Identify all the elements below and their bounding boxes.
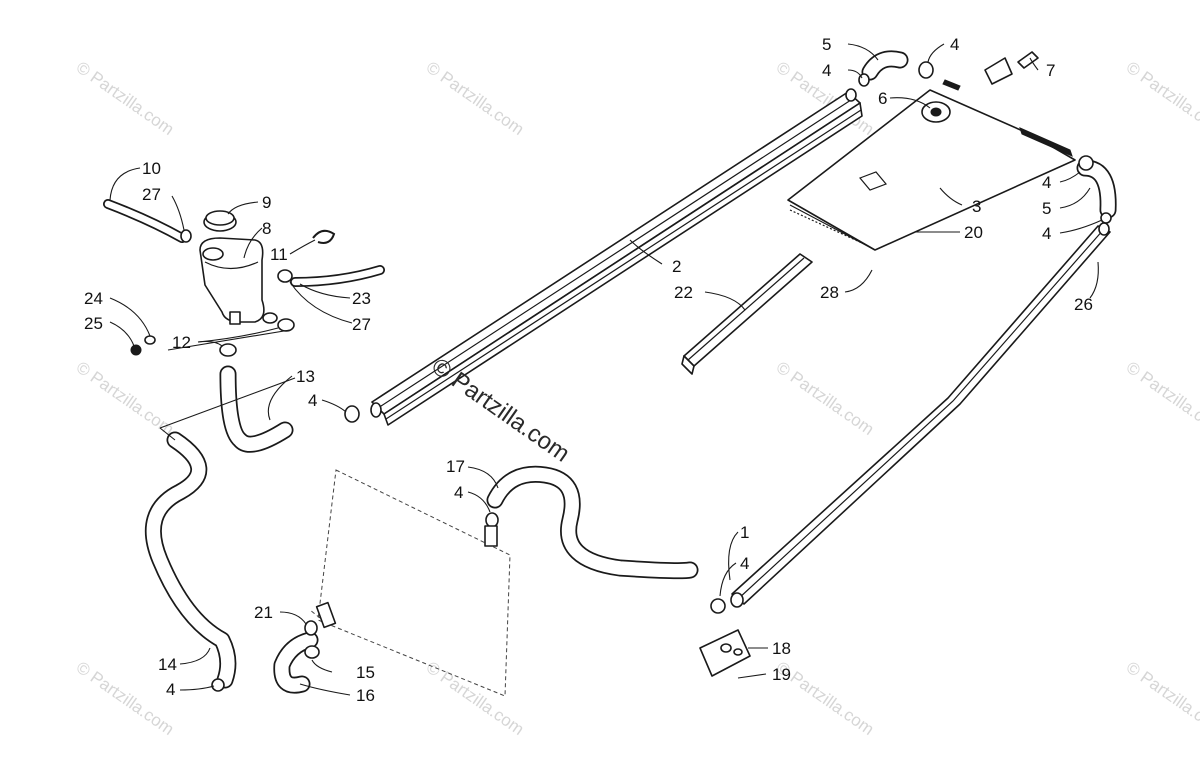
callout-27: 27 <box>142 185 161 204</box>
callout-18: 18 <box>772 639 791 658</box>
callout-3: 3 <box>972 197 981 216</box>
part-7-screw-bracket <box>984 51 1039 85</box>
part-22-channel <box>681 253 813 375</box>
callout-17: 17 <box>446 457 465 476</box>
watermark: © Partzilla.com <box>773 358 878 439</box>
callout-4: 4 <box>950 35 959 54</box>
part-9-radiator-cap <box>203 210 237 232</box>
callout-2: 2 <box>672 257 681 276</box>
watermark: © Partzilla.com <box>73 58 178 139</box>
callout-1: 1 <box>740 523 749 542</box>
hose-group <box>103 50 1117 694</box>
callout-10: 10 <box>142 159 161 178</box>
callout-26: 26 <box>1074 295 1093 314</box>
watermark-center: © Partzilla.com <box>427 353 575 468</box>
callout-22: 22 <box>674 283 693 302</box>
callout-20: 20 <box>964 223 983 242</box>
callout-9: 9 <box>262 193 271 212</box>
clamp-group <box>130 61 1112 692</box>
callout-21: 21 <box>254 603 273 622</box>
callout-7: 7 <box>1046 61 1055 80</box>
callout-labels: 1 2 3 4 4 4 4 4 4 4 4 5 5 6 7 8 9 10 11 … <box>84 35 1093 705</box>
callout-4: 4 <box>1042 173 1051 192</box>
callout-4: 4 <box>308 391 317 410</box>
callout-15: 15 <box>356 663 375 682</box>
callout-4: 4 <box>454 483 463 502</box>
part-1-heat-exchanger-right <box>730 222 1111 608</box>
callout-25: 25 <box>84 314 103 333</box>
callout-5: 5 <box>1042 199 1051 218</box>
part-3-rear-heat-exchanger <box>787 79 1076 251</box>
callout-4: 4 <box>166 680 175 699</box>
callout-27: 27 <box>352 315 371 334</box>
watermark: © Partzilla.com <box>1123 358 1200 439</box>
callout-5: 5 <box>822 35 831 54</box>
callout-23: 23 <box>352 289 371 308</box>
callout-11: 11 <box>270 245 288 264</box>
callout-6: 6 <box>878 89 887 108</box>
callout-14: 14 <box>158 655 177 674</box>
watermark: © Partzilla.com <box>423 58 528 139</box>
radiator-outline <box>309 469 511 697</box>
callout-12: 12 <box>172 333 191 352</box>
callout-4: 4 <box>1042 224 1051 243</box>
leader-lines <box>109 43 1103 696</box>
callout-4: 4 <box>822 61 831 80</box>
callout-28: 28 <box>820 283 839 302</box>
part-11-clamp <box>312 229 336 244</box>
watermark: © Partzilla.com <box>1123 658 1200 739</box>
watermark: © Partzilla.com <box>1123 58 1200 139</box>
callout-24: 24 <box>84 289 103 308</box>
callout-4: 4 <box>740 554 749 573</box>
part-8-coolant-tank <box>199 237 278 325</box>
callout-8: 8 <box>262 219 271 238</box>
watermark: © Partzilla.com <box>423 658 528 739</box>
part-18-bracket <box>699 629 751 677</box>
part-2-heat-exchanger-left <box>370 88 863 426</box>
callout-19: 19 <box>772 665 791 684</box>
callout-13: 13 <box>296 367 315 386</box>
callout-16: 16 <box>356 686 375 705</box>
